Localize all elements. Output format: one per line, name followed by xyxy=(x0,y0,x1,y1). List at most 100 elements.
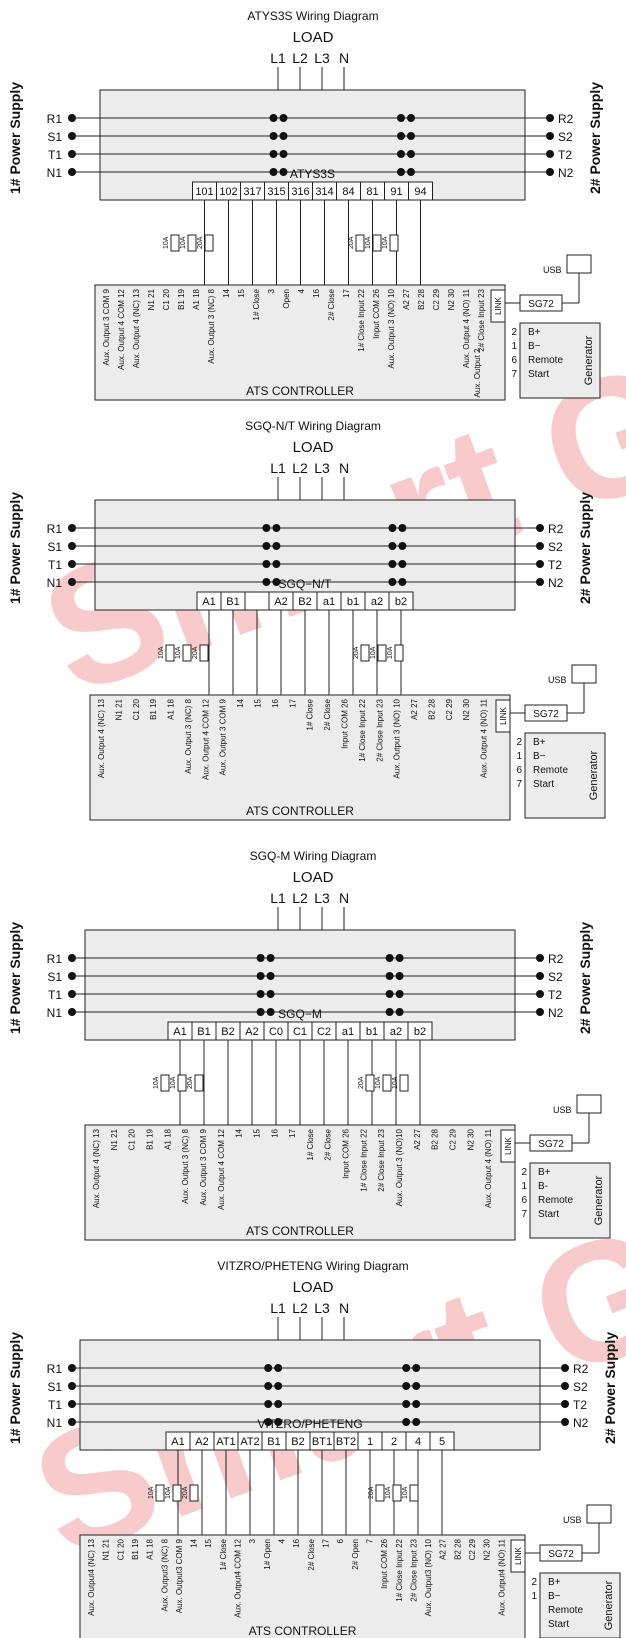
fuse xyxy=(377,644,387,662)
right-phase-label: T2 xyxy=(558,148,572,162)
controller-pin-label: 2# Close xyxy=(324,1128,333,1160)
right-phase-dot xyxy=(536,560,544,568)
ats-controller-label: ATS CONTROLLER xyxy=(246,804,354,818)
generator-terminal-label: Remote xyxy=(538,1195,573,1206)
controller-pin-label: Aux. Output 3 COM 9 xyxy=(199,1128,208,1205)
controller-pin-label: Aux. Output 4 (NC) 13 xyxy=(92,1128,101,1208)
terminal-label: 94 xyxy=(414,186,426,198)
terminal-label: 315 xyxy=(267,186,285,198)
controller-pin-label: 4 xyxy=(278,1538,287,1543)
link-port xyxy=(510,1539,526,1573)
contact xyxy=(264,1382,273,1390)
contact xyxy=(385,954,394,962)
contact xyxy=(412,1400,421,1408)
controller-pin-label: N2 30 xyxy=(483,1538,492,1560)
contact xyxy=(262,560,271,568)
ats-controller-label: ATS CONTROLLER xyxy=(246,384,354,398)
controller-pin-label: A1 18 xyxy=(163,1128,172,1149)
contact xyxy=(388,524,397,532)
controller-pin-label: Aux. Output 3 COM 9 xyxy=(102,288,111,365)
right-phase-label: S2 xyxy=(548,540,563,554)
left-phase-label: R1 xyxy=(47,112,63,126)
left-phase-label: S1 xyxy=(47,970,62,984)
fuse xyxy=(160,1074,170,1092)
controller-pin-label: 2# Close Input 23 xyxy=(377,1128,386,1191)
contact xyxy=(264,1364,273,1372)
fuse-label: 10A xyxy=(382,236,389,249)
contact xyxy=(398,524,407,532)
contact xyxy=(385,1008,394,1016)
terminal-label: 314 xyxy=(315,186,333,198)
generator-terminal-label: B+ xyxy=(528,327,541,338)
controller-pin-label: Aux. Output 4 (NO) 11 xyxy=(484,1128,493,1208)
controller-pin-label: 1# Close xyxy=(306,698,315,730)
contact xyxy=(279,132,288,140)
contact xyxy=(264,1400,273,1408)
fuse-label: 10A xyxy=(385,1486,392,1499)
load-line-label: L3 xyxy=(314,50,330,66)
controller-pin-label: B2 28 xyxy=(431,1128,440,1149)
controller-pin-label: 1# Close xyxy=(219,1538,228,1570)
terminal-label: 316 xyxy=(291,186,309,198)
terminal-label: B1 xyxy=(226,596,239,608)
controller-pin-label: 17 xyxy=(321,1538,330,1547)
sg72-label: SG72 xyxy=(548,1549,574,1560)
right-supply-label: 2# Power Supply xyxy=(602,1332,618,1444)
left-supply-label: 1# Power Supply xyxy=(7,492,23,604)
right-phase-label: N2 xyxy=(548,1006,564,1020)
controller-pin-label: 2# Open xyxy=(351,1539,360,1570)
fuse-label: 10A xyxy=(163,236,170,249)
controller-pin-label: 14 xyxy=(235,1128,244,1137)
contact xyxy=(279,150,288,158)
controller-pin-label: Open xyxy=(282,289,291,309)
contact xyxy=(398,560,407,568)
controller-pin-label: 1# Close xyxy=(306,1128,315,1160)
controller-pin-label: Aux. Output4 (NO) 11 xyxy=(497,1538,506,1615)
controller-pin-label: 1# Close xyxy=(252,288,261,320)
controller-pin-label: B1 19 xyxy=(131,1538,140,1559)
generator-terminal-label: Start xyxy=(528,369,549,380)
generator-terminal-label: B+ xyxy=(548,1577,561,1588)
fuse xyxy=(399,1074,409,1092)
terminal xyxy=(244,591,270,611)
terminal-label: A2 xyxy=(274,596,287,608)
right-phase-dot xyxy=(546,150,554,158)
load-label: LOAD xyxy=(293,29,334,46)
controller-pin-label: 16 xyxy=(271,698,280,707)
fuse xyxy=(194,1074,204,1092)
controller-pin-label: Input COM 26 xyxy=(372,288,381,338)
generator-pin: 2 xyxy=(531,1577,537,1588)
controller-pin-label: C1 20 xyxy=(132,698,141,720)
controller-pin-label: C1 20 xyxy=(162,288,171,310)
switch-name: VITZRO/PHETENG xyxy=(257,1417,362,1431)
fuse xyxy=(382,1074,392,1092)
generator-pin: 1 xyxy=(531,1591,537,1602)
fuse-label: 10A xyxy=(170,1076,177,1089)
controller-pin-label: Input COM 26 xyxy=(380,1538,389,1588)
contact xyxy=(402,1364,411,1372)
terminal-label: a2 xyxy=(390,1026,402,1038)
controller-pin-label: C1 20 xyxy=(116,1538,125,1560)
contact xyxy=(385,990,394,998)
load-line-label: N xyxy=(339,1300,349,1316)
fuse xyxy=(394,644,404,662)
generator-pin: 7 xyxy=(511,369,517,380)
load-label: LOAD xyxy=(293,1279,334,1296)
controller-pin-label: N2 30 xyxy=(462,698,471,720)
generator-box xyxy=(519,322,601,399)
right-supply-label: 2# Power Supply xyxy=(587,82,603,194)
fuse-label: 10A xyxy=(175,646,182,659)
contact xyxy=(388,542,397,550)
terminal-label: B1 xyxy=(197,1026,210,1038)
terminal-label: C2 xyxy=(317,1026,331,1038)
fuse-label: 20A xyxy=(197,236,204,249)
generator-pin: 6 xyxy=(521,1195,527,1206)
ats-controller xyxy=(79,1534,526,1638)
controller-pin-label: A2 27 xyxy=(413,1128,422,1149)
link-port xyxy=(490,289,506,323)
right-phase-dot xyxy=(561,1400,569,1408)
generator-pin: 2 xyxy=(516,737,522,748)
fuse-label: 20A xyxy=(187,1076,194,1089)
